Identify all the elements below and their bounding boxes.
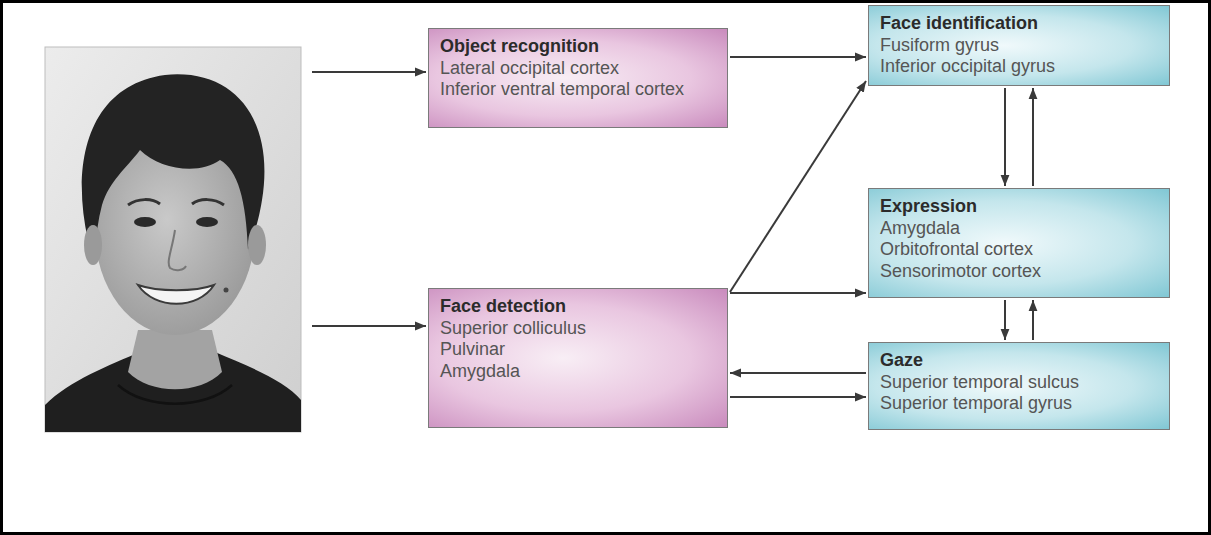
brain-region: Amygdala <box>440 361 717 383</box>
neck <box>128 330 222 389</box>
input-arrow <box>312 325 426 327</box>
brain-region: Sensorimotor cortex <box>880 261 1159 283</box>
brain-region: Amygdala <box>880 218 1159 240</box>
process-box: Object recognitionLateral occipital cort… <box>428 28 728 128</box>
flow-arrow <box>730 372 866 374</box>
box-heading: Face identification <box>880 13 1159 35</box>
process-box: ExpressionAmygdalaOrbitofrontal cortexSe… <box>868 188 1170 298</box>
process-box: GazeSuperior temporal sulcusSuperior tem… <box>868 342 1170 430</box>
hair <box>82 74 265 250</box>
flow-arrow <box>1004 88 1006 186</box>
box-heading: Expression <box>880 196 1159 218</box>
flow-arrow <box>730 396 866 398</box>
input-arrow <box>312 71 426 73</box>
brain-region: Inferior occipital gyrus <box>880 56 1159 78</box>
flow-arrow <box>730 56 866 58</box>
brain-region: Pulvinar <box>440 339 717 361</box>
necklace <box>118 385 232 404</box>
brain-region: Superior temporal sulcus <box>880 372 1159 394</box>
brain-region: Inferior ventral temporal cortex <box>440 79 717 101</box>
eye <box>196 217 218 227</box>
eyebrow <box>128 200 160 205</box>
box-heading: Object recognition <box>440 36 717 58</box>
process-box: Face identificationFusiform gyrusInferio… <box>868 5 1170 86</box>
flow-arrow <box>1032 88 1034 186</box>
brain-region: Superior colliculus <box>440 318 717 340</box>
smile <box>138 285 214 304</box>
flow-arrow <box>730 292 866 294</box>
ear <box>84 225 102 265</box>
flow-arrow <box>730 81 866 292</box>
brain-region: Superior temporal gyrus <box>880 393 1159 415</box>
eyebrow <box>192 200 224 205</box>
nose <box>169 230 186 270</box>
brain-region: Orbitofrontal cortex <box>880 239 1159 261</box>
face-photo <box>45 47 301 432</box>
process-box: Face detectionSuperior colliculusPulvina… <box>428 288 728 428</box>
box-heading: Face detection <box>440 296 717 318</box>
eye <box>134 217 156 227</box>
photo-background <box>45 47 301 432</box>
ear <box>248 225 266 265</box>
brain-region: Fusiform gyrus <box>880 35 1159 57</box>
flow-arrow <box>1032 300 1034 340</box>
brain-region: Lateral occipital cortex <box>440 58 717 80</box>
flow-arrow <box>1004 300 1006 340</box>
beauty-mark <box>224 288 229 293</box>
box-heading: Gaze <box>880 350 1159 372</box>
